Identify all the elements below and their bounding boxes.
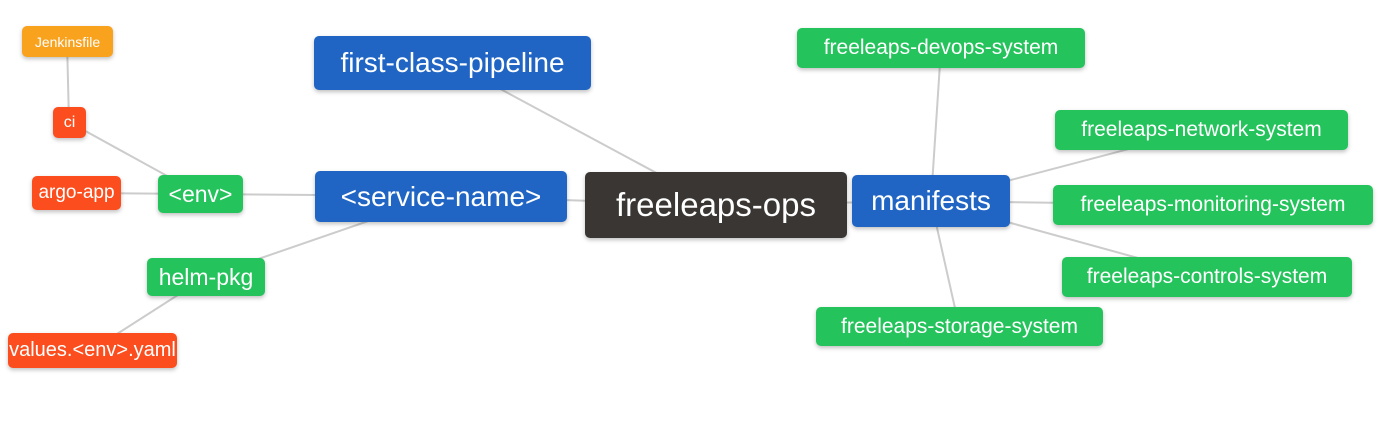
- node-env[interactable]: <env>: [158, 175, 243, 213]
- node-devops-system[interactable]: freeleaps-devops-system: [797, 28, 1085, 68]
- node-controls-system[interactable]: freeleaps-controls-system: [1062, 257, 1352, 297]
- node-first-class-pipeline[interactable]: first-class-pipeline: [314, 36, 591, 90]
- node-helm-pkg[interactable]: helm-pkg: [147, 258, 265, 296]
- node-jenkinsfile[interactable]: Jenkinsfile: [22, 26, 113, 57]
- node-network-system[interactable]: freeleaps-network-system: [1055, 110, 1348, 150]
- node-argo-app[interactable]: argo-app: [32, 176, 121, 210]
- node-storage-system[interactable]: freeleaps-storage-system: [816, 307, 1103, 346]
- node-ci[interactable]: ci: [53, 107, 86, 138]
- node-values-env-yaml[interactable]: values.<env>.yaml: [8, 333, 177, 368]
- node-monitoring-system[interactable]: freeleaps-monitoring-system: [1053, 185, 1373, 225]
- node-service-name[interactable]: <service-name>: [315, 171, 567, 222]
- node-manifests[interactable]: manifests: [852, 175, 1010, 227]
- node-freeleaps-ops[interactable]: freeleaps-ops: [585, 172, 847, 238]
